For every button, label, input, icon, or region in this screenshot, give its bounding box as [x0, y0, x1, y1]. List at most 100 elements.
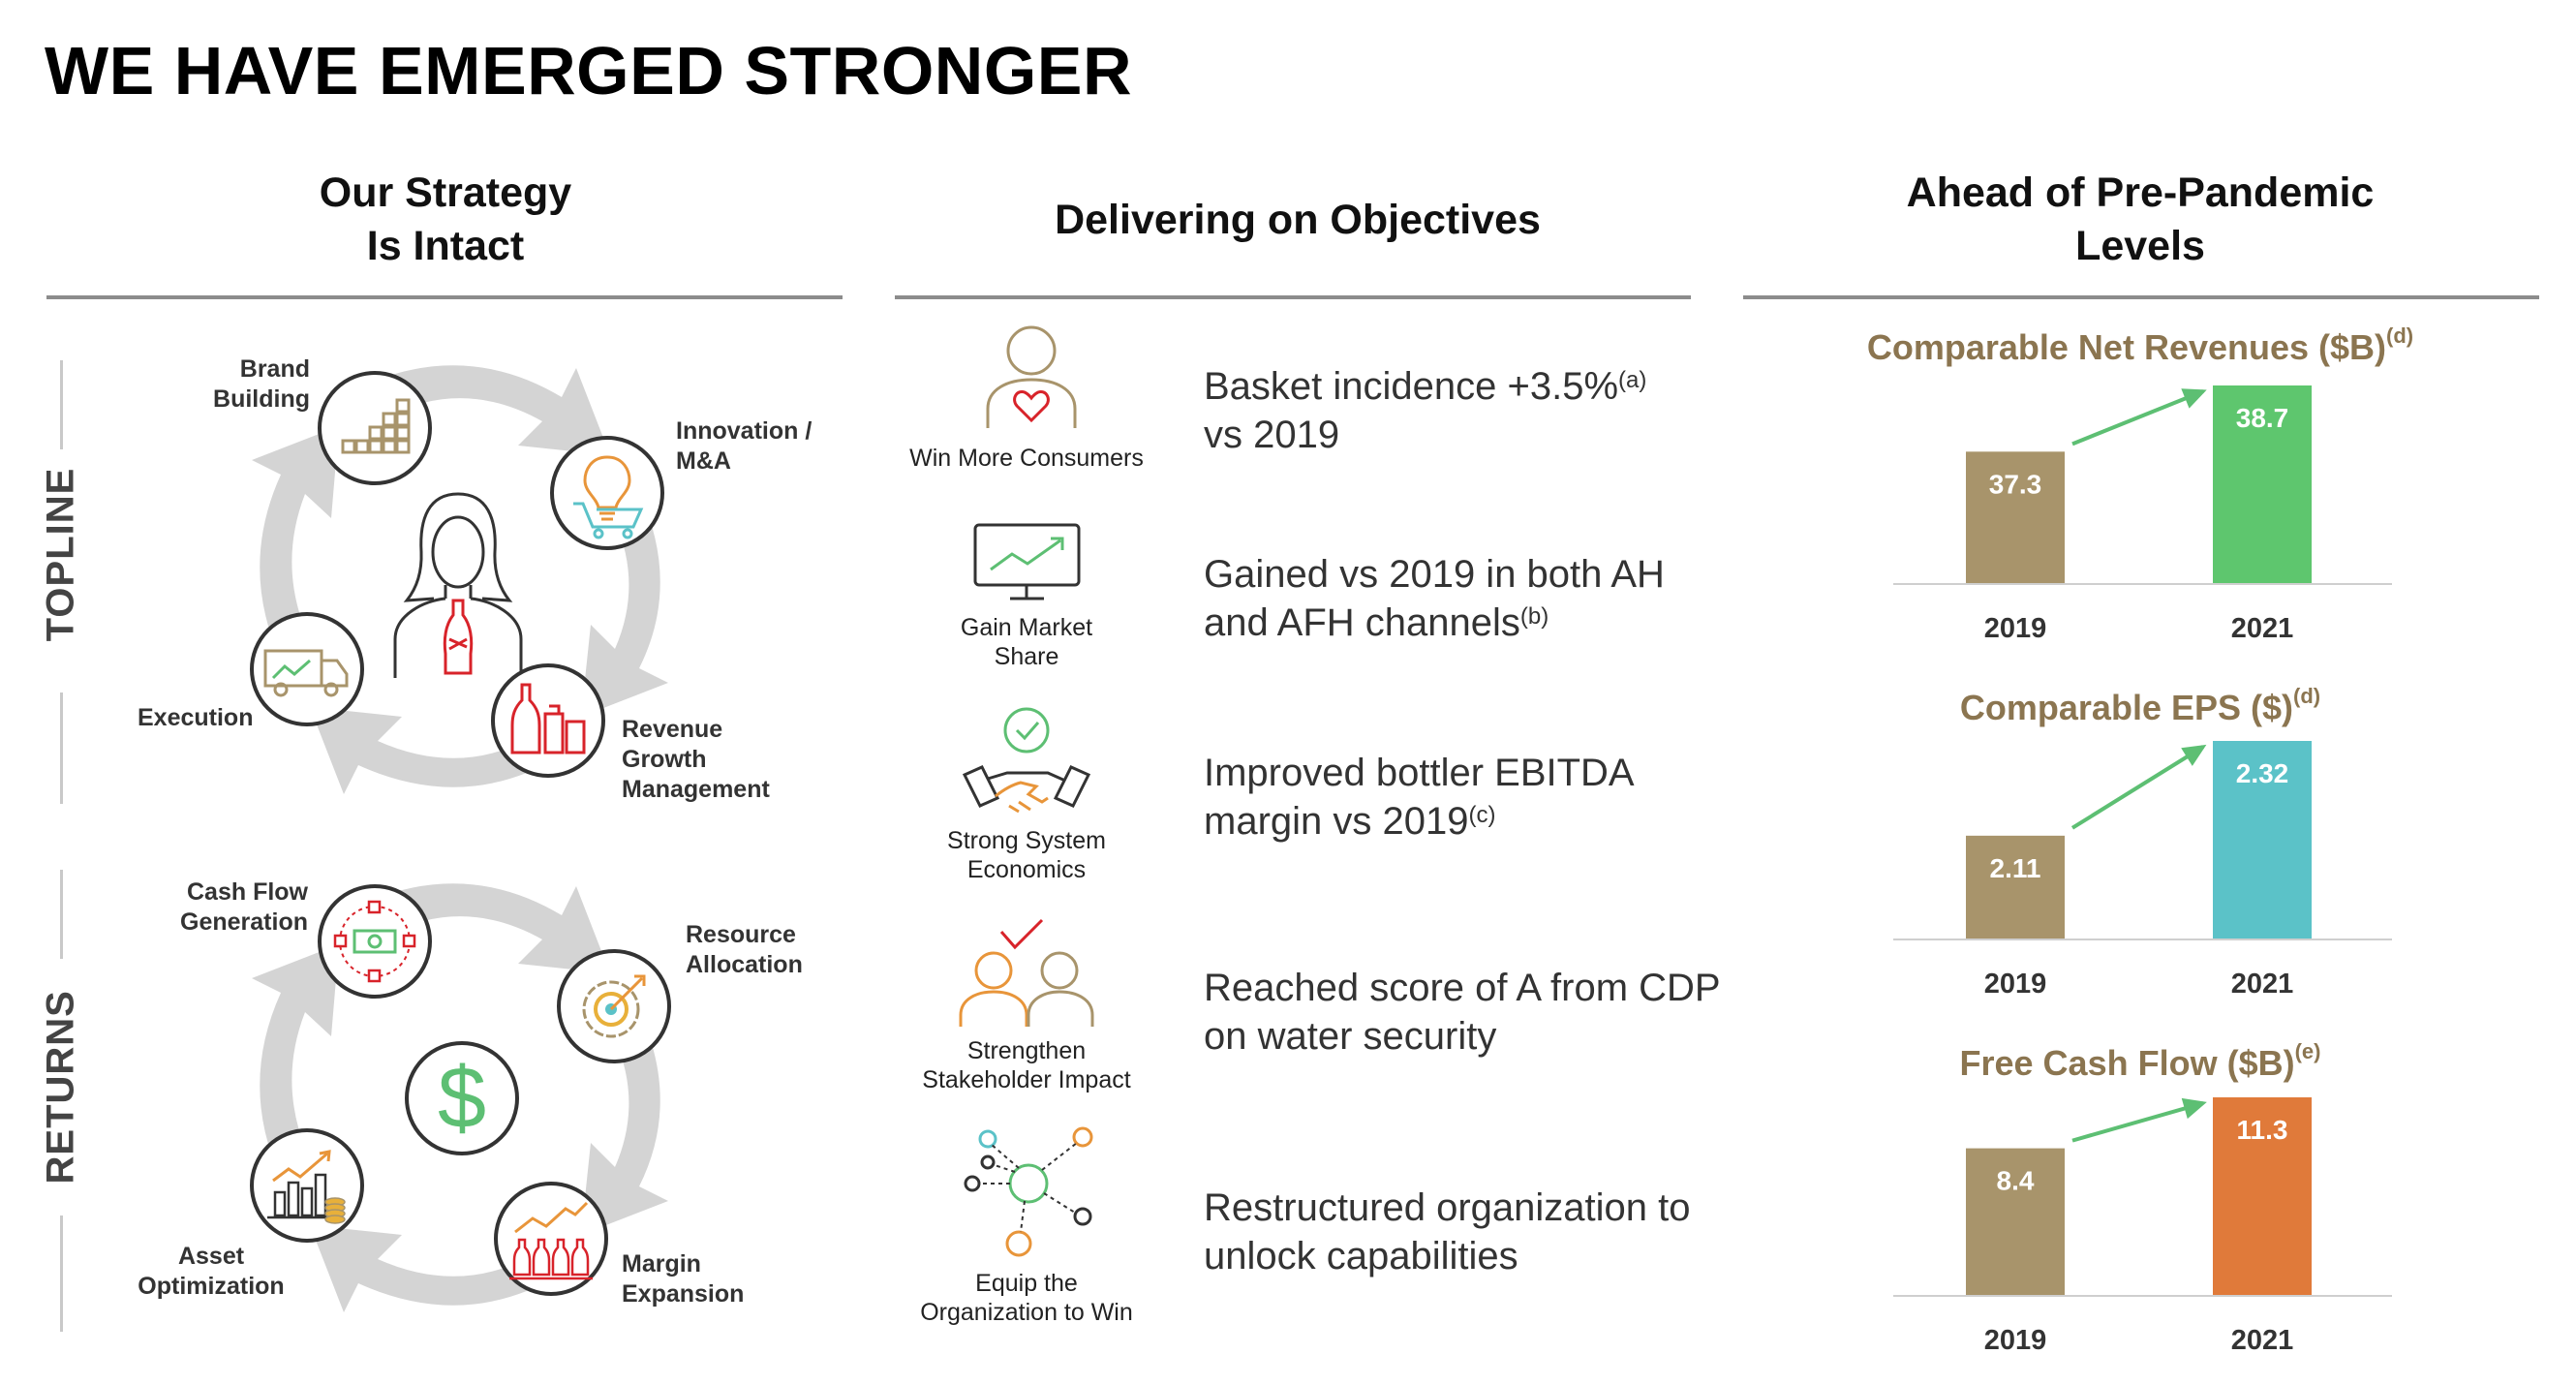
objective-text-line1: Gained vs 2019 in both AH: [1204, 550, 1746, 599]
strategy-heading: Our Strategy Is Intact: [155, 167, 736, 273]
bar: [1966, 1148, 2065, 1296]
asset-optimization-circle: [250, 1128, 364, 1243]
objective-text-line2: margin vs 2019(c): [1204, 797, 1746, 846]
footnote-ref: (d): [2293, 684, 2321, 708]
chart-title-revenues: Comparable Net Revenues ($B)(d): [1821, 323, 2460, 368]
innovation-label: Innovation / M&A: [676, 416, 812, 477]
growth-arrow: [2071, 389, 2204, 446]
brand-label-line2: Building: [213, 385, 310, 413]
margin-expansion-label: Margin Expansion: [622, 1249, 744, 1309]
data-label: 37.3: [1989, 469, 2042, 499]
dollar-icon: $: [437, 1049, 487, 1147]
innovation-label-line2: M&A: [676, 447, 731, 475]
objective-caption-line2: Stakeholder Impact: [922, 1066, 1131, 1093]
stakeholders-icon: [959, 918, 1094, 1027]
resource-label-line2: Allocation: [686, 951, 803, 978]
levels-heading-line1: Ahead of Pre-Pandemic: [1906, 169, 2375, 216]
bar: [1966, 835, 2065, 939]
objective-caption-line2: Organization to Win: [920, 1299, 1133, 1326]
tick-label: 2021: [2231, 1325, 2294, 1356]
objective-text: Reached score of A from CDP on water sec…: [1204, 964, 1746, 1061]
execution-label: Execution: [138, 704, 254, 731]
margin-label-line1: Margin: [622, 1250, 701, 1277]
tick-label: 2019: [1984, 613, 2047, 644]
objective-text: Restructured organization to unlock capa…: [1204, 1184, 1746, 1280]
returns-line-top: [60, 870, 63, 959]
resource-allocation-label: Resource Allocation: [686, 920, 803, 980]
bar: [1966, 451, 2065, 584]
innovation-circle: [550, 436, 664, 550]
brand-building-circle: [318, 371, 432, 485]
chart-title-fcf: Free Cash Flow ($B)(e): [1821, 1039, 2460, 1084]
brand-building-icon: [341, 398, 411, 454]
objective-text: Gained vs 2019 in both AH and AFH channe…: [1204, 550, 1746, 647]
objective-caption: Strengthen Stakeholder Impact: [891, 1036, 1162, 1094]
chart-title-text: Free Cash Flow ($B): [1959, 1043, 2295, 1083]
objective-caption: Equip the Organization to Win: [891, 1269, 1162, 1327]
returns-line-bottom: [60, 1216, 63, 1332]
footnote-ref: (d): [2386, 323, 2414, 348]
innovation-label-line1: Innovation /: [676, 417, 813, 445]
chart-title-eps: Comparable EPS ($)(d): [1821, 684, 2460, 728]
asset-label-line1: Asset: [177, 1243, 245, 1270]
brand-label-line1: Brand: [239, 355, 310, 383]
growth-arrow: [2070, 745, 2205, 830]
footnote-ref: (a): [1618, 367, 1647, 393]
objectives-divider: [895, 295, 1691, 299]
objective-text-line1: Improved bottler EBITDA: [1204, 749, 1746, 797]
rgm-circle: [491, 663, 605, 778]
monitor-growth-icon: [973, 523, 1081, 600]
cycle-arrow: [358, 365, 610, 455]
objective-caption-line1: Gain Market: [960, 614, 1093, 641]
resource-label-line1: Resource: [686, 921, 796, 948]
objective-caption-line1: Strong System: [947, 827, 1106, 854]
lightbulb-cart-icon: [573, 455, 644, 539]
objective-caption-line2: Economics: [966, 856, 1087, 883]
cycle-arrow: [310, 1225, 562, 1312]
cash-flow-label: Cash Flow Generation: [145, 877, 308, 938]
strategy-heading-line2: Is Intact: [366, 223, 525, 269]
levels-heading-line2: Levels: [2075, 223, 2205, 269]
topline-line-top: [60, 360, 63, 449]
bar: [2213, 741, 2312, 939]
brand-building-label: Brand Building: [190, 354, 310, 415]
data-label: 2.32: [2236, 758, 2289, 788]
objective-text-main: margin vs 2019: [1204, 800, 1469, 843]
growth-arrow-head: [2181, 744, 2207, 766]
objective-caption-line1: Strengthen: [966, 1037, 1087, 1064]
cycle-arrow: [358, 883, 610, 973]
asset-optimization-label: Asset Optimization: [134, 1242, 289, 1302]
rgm-label-line3: Management: [622, 776, 770, 803]
objective-text-main: Reached score of A from CDP: [1204, 967, 1721, 1009]
data-label: 38.7: [2236, 403, 2289, 433]
objective-text-line2: vs 2019: [1204, 411, 1746, 459]
bottles-growth-icon: [509, 1201, 593, 1280]
footnote-ref: (c): [1468, 802, 1496, 828]
growth-arrow-head: [2181, 388, 2207, 409]
objective-caption: Strong System Economics: [891, 826, 1162, 884]
footnote-ref: (e): [2294, 1039, 2321, 1063]
objective-text-line2: on water security: [1204, 1012, 1746, 1061]
topline-label: TOPLINE: [39, 467, 82, 642]
levels-divider: [1743, 295, 2539, 299]
delivery-truck-icon: [263, 649, 349, 697]
strategy-heading-line1: Our Strategy: [319, 169, 572, 216]
cash-label-line1: Cash Flow: [186, 878, 308, 906]
returns-label: RETURNS: [39, 990, 82, 1185]
rgm-label-line1: Revenue: [622, 716, 723, 743]
cash-cycle-icon: [333, 900, 416, 983]
tick-label: 2019: [1984, 969, 2047, 1000]
bar: [2213, 385, 2312, 584]
objective-text-line1: Basket incidence +3.5%(a): [1204, 362, 1746, 411]
dollar-circle: $: [405, 1041, 519, 1155]
levels-heading: Ahead of Pre-Pandemic Levels: [1821, 167, 2460, 273]
revenues-bar-chart: 37.3 2019 38.7 2021: [1893, 385, 2392, 644]
network-nodes-icon: [964, 1126, 1093, 1257]
cash-label-line2: Generation: [180, 908, 308, 936]
strategy-divider: [46, 295, 843, 299]
objective-text-line2: and AFH channels(b): [1204, 599, 1746, 647]
cash-flow-circle: [318, 884, 432, 999]
chart-title-text: Comparable Net Revenues ($B): [1866, 327, 2387, 367]
execution-circle: [250, 612, 364, 726]
tick-label: 2021: [2231, 613, 2294, 644]
